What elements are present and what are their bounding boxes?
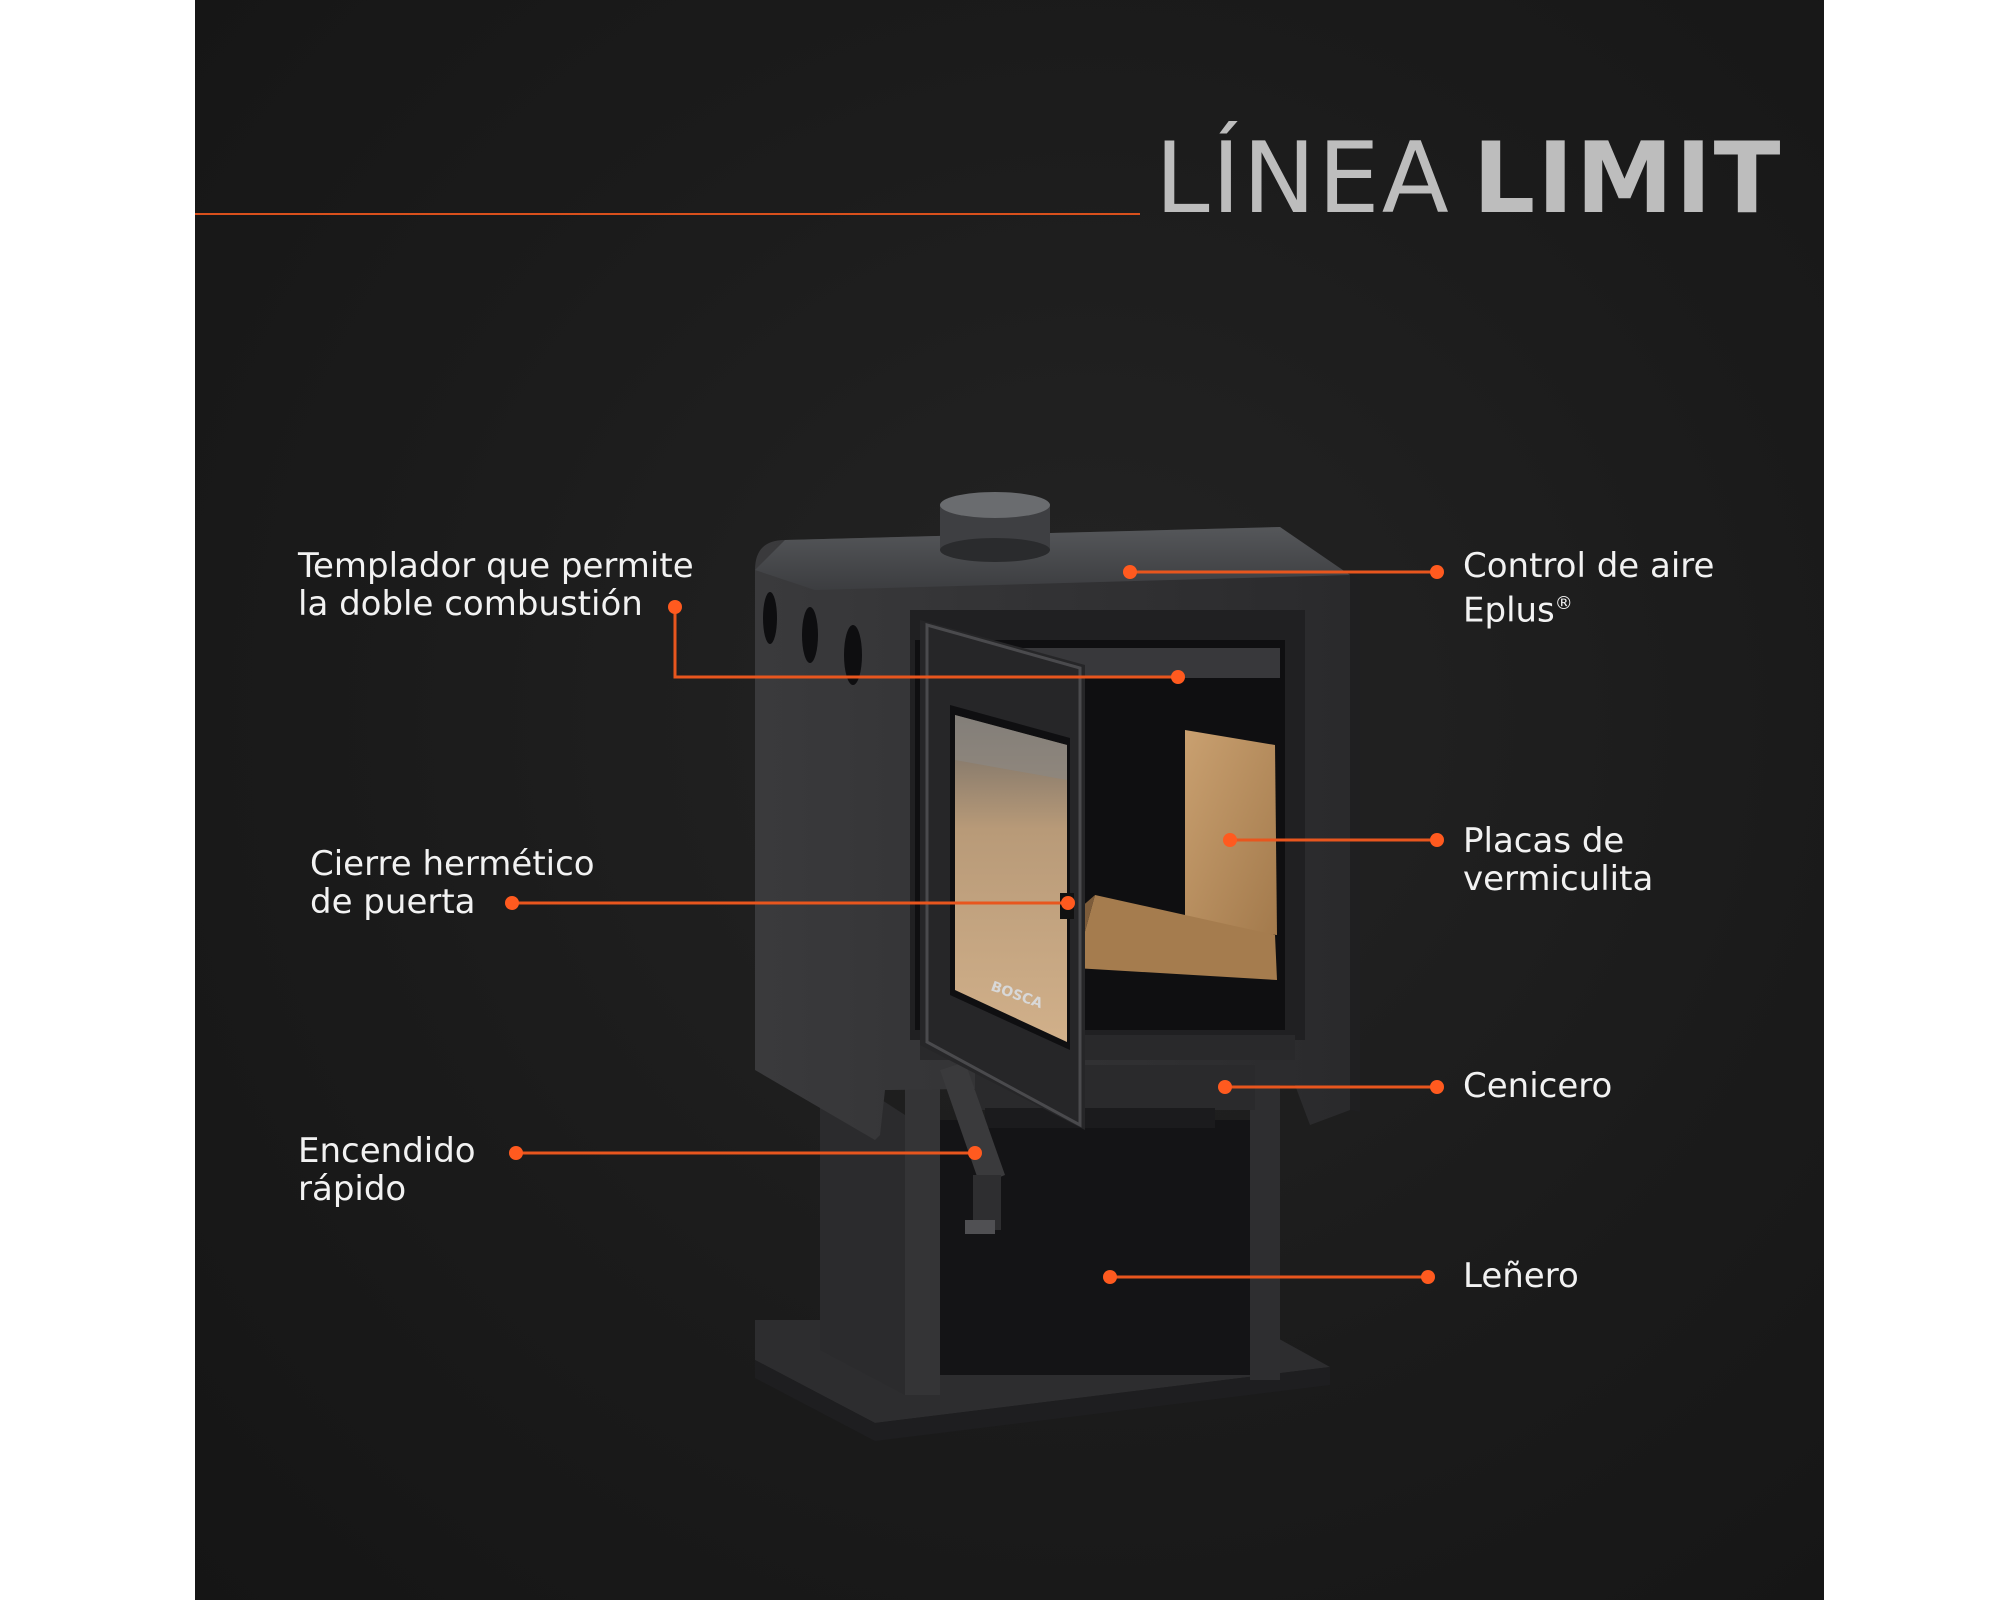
control-aire-dot-product xyxy=(1123,565,1137,579)
callout-lenero: Leñero xyxy=(1463,1257,1579,1295)
stove-pedestal xyxy=(820,1060,1280,1395)
encendido-line2: rápido xyxy=(298,1169,407,1209)
control-aire-line1: Control de aire xyxy=(1463,546,1715,586)
templador-line2: la doble combustión xyxy=(298,584,643,624)
cierre-line1: Cierre hermético xyxy=(310,844,595,884)
callout-encendido: Encendido rápido xyxy=(298,1132,476,1208)
stove-door: BOSCA xyxy=(920,620,1085,1130)
templador-dot-product xyxy=(1171,670,1185,684)
placas-line1: Placas de xyxy=(1463,821,1625,861)
control-aire-dot-label xyxy=(1430,565,1444,579)
cierre-dot-label xyxy=(505,896,519,910)
callout-cierre: Cierre hermético de puerta xyxy=(310,845,595,921)
lenero-dot-label xyxy=(1421,1270,1435,1284)
title-bold-word: LIMIT xyxy=(1472,122,1783,236)
templador-line1: Templador que permite xyxy=(298,546,694,586)
cierre-line2: de puerta xyxy=(310,882,476,922)
lenero-text: Leñero xyxy=(1463,1256,1579,1296)
callout-control-aire: Control de aire Eplus® xyxy=(1463,547,1714,629)
title-accent-rule xyxy=(195,213,1140,215)
callout-cenicero: Cenicero xyxy=(1463,1067,1612,1105)
templador-line xyxy=(673,607,1178,679)
callout-dots xyxy=(505,565,1444,1284)
placas-dot-label xyxy=(1430,833,1444,847)
control-aire-line2: Eplus xyxy=(1463,590,1555,631)
cenicero-dot-product xyxy=(1218,1080,1232,1094)
flue-collar xyxy=(940,492,1050,562)
encendido-dot-product xyxy=(968,1146,982,1160)
placas-line2: vermiculita xyxy=(1463,859,1654,899)
registered-mark: ® xyxy=(1554,593,1573,614)
cierre-dot-product xyxy=(1061,896,1075,910)
encendido-dot-label xyxy=(509,1146,523,1160)
lenero-dot-product xyxy=(1103,1270,1117,1284)
stove-illustration: BOSCA xyxy=(505,492,1444,1441)
templador-dot-label xyxy=(668,600,682,614)
callout-lines xyxy=(512,570,1437,1279)
placas-dot-product xyxy=(1223,833,1237,847)
encendido-line1: Encendido xyxy=(298,1131,476,1171)
cenicero-text: Cenicero xyxy=(1463,1066,1613,1106)
title-light-word: LÍNEA xyxy=(1155,122,1451,236)
quick-ignition-lever xyxy=(940,1062,1005,1234)
callout-templador: Templador que permite la doble combustió… xyxy=(298,547,694,623)
cenicero-dot-label xyxy=(1430,1080,1444,1094)
callout-placas: Placas de vermiculita xyxy=(1463,822,1653,898)
